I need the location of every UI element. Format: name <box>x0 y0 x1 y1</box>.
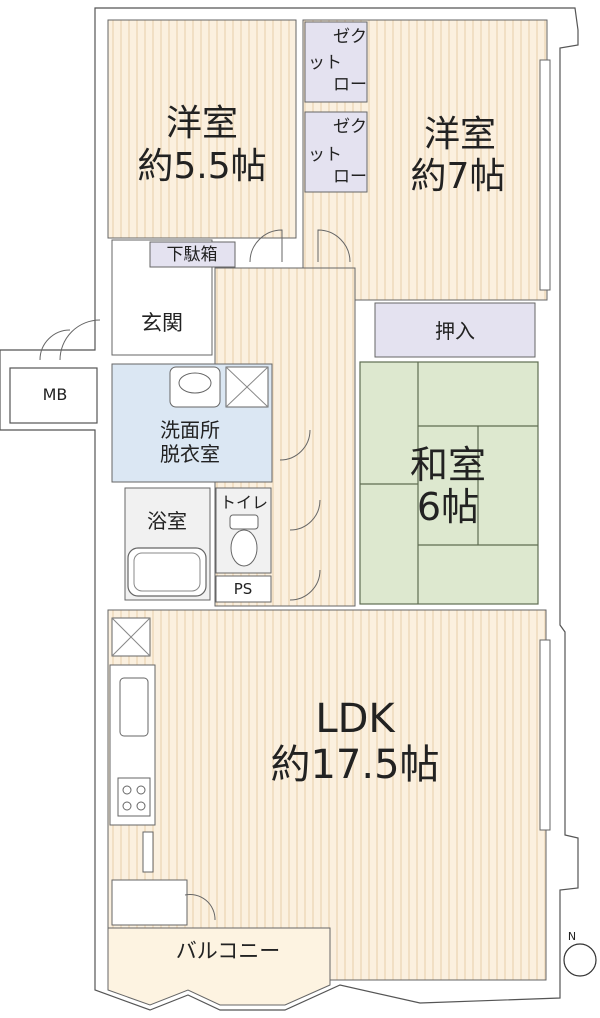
western-right-name: 洋室 <box>424 114 496 155</box>
closet-a-label: ゼク ット ロー <box>308 27 367 95</box>
japanese-size: 6帖 <box>417 485 479 529</box>
bathroom-label: 浴室 <box>147 509 187 533</box>
svg-text:ゼク: ゼク <box>333 117 367 137</box>
japanese-room <box>359 361 539 605</box>
balcony-storage <box>111 879 188 926</box>
svg-text:ット: ット <box>308 53 342 73</box>
closet-a <box>304 21 368 103</box>
svg-text:ロー: ロー <box>333 167 367 187</box>
western-room-left <box>107 19 297 239</box>
svg-text:ロー: ロー <box>333 75 367 95</box>
mb-label: MB <box>43 385 68 404</box>
entrance-label: 玄関 <box>141 311 183 335</box>
shoe-box-label: 下駄箱 <box>167 245 218 265</box>
oshiire-label: 押入 <box>435 319 475 343</box>
washroom-line1: 洗面所 <box>160 418 220 442</box>
western-left-size: 約5.5帖 <box>137 146 266 187</box>
balcony-area <box>107 927 331 1006</box>
svg-text:N: N <box>568 930 576 943</box>
washroom-line2: 脱衣室 <box>160 442 220 466</box>
closet-b <box>304 111 368 193</box>
svg-text:ゼク: ゼク <box>333 27 367 47</box>
ps-box <box>215 575 272 603</box>
bathtub <box>127 547 207 597</box>
oshiire <box>374 302 536 358</box>
japanese-name: 和室 <box>410 443 486 487</box>
mb-box <box>9 367 98 424</box>
shoe-box <box>149 241 236 268</box>
doors <box>39 229 351 921</box>
stove <box>117 777 151 817</box>
western-left-name: 洋室 <box>166 103 238 144</box>
western-right-size: 約7帖 <box>411 156 506 197</box>
svg-text:ット: ット <box>308 145 342 165</box>
toilet-label: トイレ <box>220 493 268 512</box>
kitchen-sink <box>119 677 149 737</box>
ldk-name: LDK <box>315 696 396 742</box>
ldk-size: 約17.5帖 <box>270 742 439 788</box>
balcony-label: バルコニー <box>176 939 281 963</box>
closet-b-label: ゼク ット ロー <box>308 117 367 187</box>
north-compass-icon: N <box>563 930 597 977</box>
ps-label: PS <box>234 580 253 598</box>
